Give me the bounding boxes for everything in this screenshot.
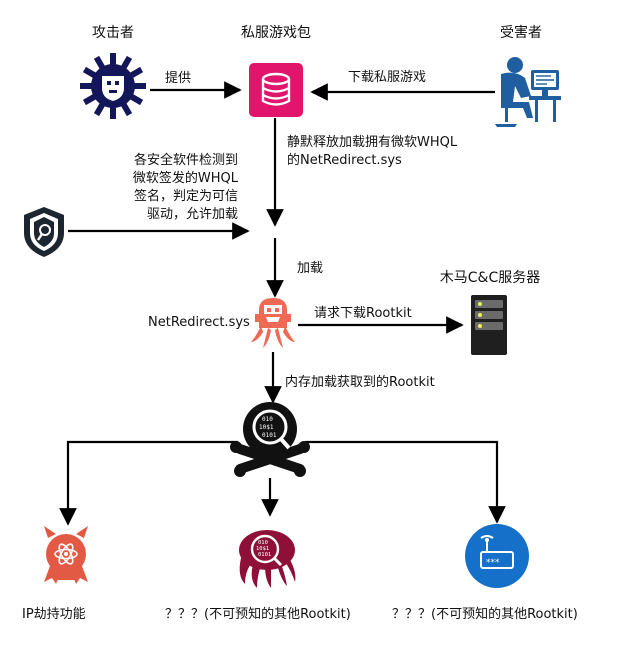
edge-label-load: 加载 — [297, 261, 324, 276]
cc-server-label: 木马C&C服务器 — [439, 270, 541, 286]
svg-text:010: 010 — [262, 416, 273, 423]
server-icon — [471, 295, 507, 355]
edge-label-request-rootkit: 请求下载Rootkit — [314, 306, 412, 321]
svg-text:10$1: 10$1 — [256, 546, 269, 552]
arrow-hub-to-right — [305, 440, 506, 524]
shield-icon — [24, 207, 64, 257]
arrows — [59, 81, 506, 526]
rootkit-skull-icon: 010 10$1 0101 — [230, 402, 310, 477]
svg-text:10$1: 10$1 — [259, 424, 274, 431]
svg-text:0101: 0101 — [258, 552, 271, 558]
edge-label-security-2: 微软签发的WHQL — [132, 171, 238, 186]
edge-label-silent-release-1: 静默释放加载拥有微软WHQL — [287, 135, 458, 150]
edge-label-download: 下载私服游戏 — [348, 70, 427, 85]
edge-label-security-3: 签名，判定为可信 — [133, 189, 238, 204]
devil-atom-icon — [44, 526, 88, 584]
svg-text:***: *** — [486, 558, 500, 568]
edge-label-security-4: 驱动，允许加载 — [146, 207, 238, 222]
netredirect-label: NetRedirect.sys — [148, 315, 250, 330]
edge-label-provide: 提供 — [165, 71, 192, 86]
victim-at-computer-icon — [495, 57, 561, 127]
database-icon — [249, 63, 303, 117]
attacker-icon — [80, 53, 146, 119]
unknown-rootkit-1-label: ？？？(不可预知的其他Rootkit) — [165, 607, 351, 622]
arrow-hub-to-ip-hijack — [59, 440, 238, 526]
ip-hijack-label: IP劫持功能 — [22, 607, 86, 622]
unknown-rootkit-2-label: ？？？(不可预知的其他Rootkit) — [392, 607, 578, 622]
svg-text:010: 010 — [258, 540, 268, 546]
router-password-icon: *** — [465, 524, 529, 588]
edge-label-security-1: 各安全软件检测到 — [133, 153, 238, 168]
svg-text:0101: 0101 — [262, 432, 277, 439]
edge-label-memory-load: 内存加载获取到的Rootkit — [285, 375, 435, 390]
package-label: 私服游戏包 — [241, 25, 311, 41]
trojan-squid-icon — [251, 298, 295, 348]
victim-label: 受害者 — [500, 25, 542, 41]
attacker-label: 攻击者 — [92, 25, 134, 41]
edge-label-silent-release-2: 的NetRedirect.sys — [287, 153, 402, 168]
rootkit-tentacle-icon: 010 10$1 0101 — [239, 530, 296, 588]
